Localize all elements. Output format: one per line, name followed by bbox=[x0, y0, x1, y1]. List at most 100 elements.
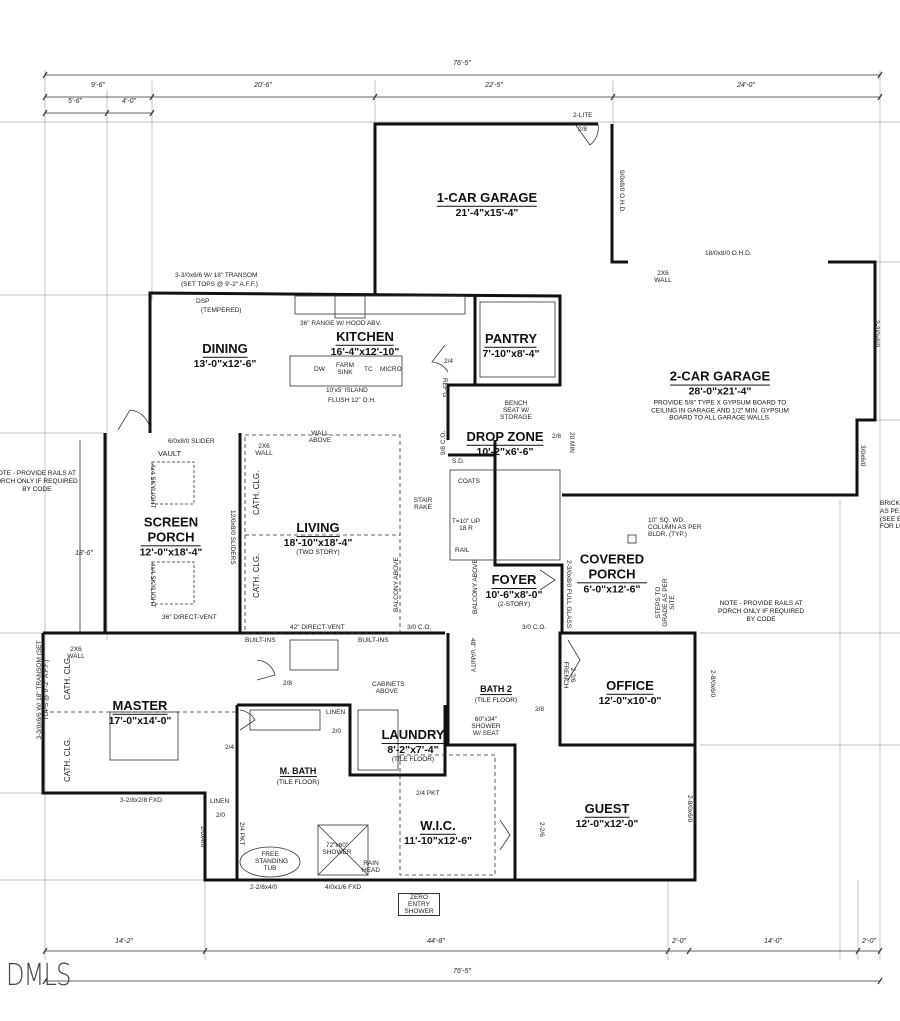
annotation: FLUSH 12" O.H. bbox=[328, 397, 376, 404]
annotation: DSP bbox=[196, 298, 210, 305]
dimension-top-overall: 76'-5" bbox=[453, 60, 471, 67]
annotation: CATH. CLG. bbox=[63, 655, 72, 700]
annotation: ZERO ENTRY SHOWER bbox=[398, 893, 440, 917]
dimension-label: 14'-2" bbox=[115, 938, 133, 945]
annotation: CABINETS ABOVE bbox=[372, 681, 405, 696]
annotation: LINEN bbox=[326, 709, 346, 716]
annotation: BUILT-INS bbox=[245, 637, 276, 644]
annotation: 36" DIRECT-VENT bbox=[162, 614, 217, 621]
annotation: 60"x34" SHOWER W/ SEAT bbox=[471, 716, 501, 738]
annotation: (SET TOPS @ 9'-2" A.F.F.) bbox=[181, 281, 258, 288]
annotation: 3-3/0x6/6 W/ 18" TRANSOM (SET TOPS @ 9'-… bbox=[36, 640, 51, 740]
room-bath-2: BATH 2(TILE FLOOR) bbox=[474, 684, 518, 705]
annotation: LINEN bbox=[210, 798, 230, 805]
annotation: 2-LITE bbox=[573, 112, 593, 119]
annotation: 2/8 bbox=[552, 433, 562, 440]
annotation: 2/8 bbox=[578, 126, 588, 133]
annotation: 2-2/8x4/0 bbox=[250, 884, 278, 891]
dimension-label: 4'-0" bbox=[122, 98, 136, 105]
annotation: 36" RANGE W/ HOOD ABV. bbox=[300, 320, 382, 327]
dimension-label: 18'-6" bbox=[75, 550, 93, 557]
range bbox=[334, 295, 366, 319]
annotation: 42" DIRECT-VENT bbox=[290, 624, 345, 631]
annotation: COATS bbox=[458, 478, 480, 485]
annotation: 10" SQ. WD. COLUMN AS PER BLDR. (TYP.) bbox=[648, 517, 702, 539]
bathtub bbox=[239, 846, 301, 878]
annotation: TC bbox=[364, 366, 373, 373]
annotation: 4x4 SKYLIGHT bbox=[149, 464, 156, 509]
kitchen-island bbox=[289, 355, 403, 387]
dmls-logo: DMLS bbox=[6, 958, 71, 993]
annotation: 2/8 bbox=[283, 680, 293, 687]
annotation: 2-8/0x6/0 bbox=[709, 670, 716, 698]
annotation: 2/4 PKT bbox=[416, 790, 440, 797]
annotation: RAIL bbox=[455, 547, 470, 554]
annotation: CATH. CLG. bbox=[252, 470, 261, 515]
annotation: 2/0 bbox=[216, 812, 226, 819]
annotation: 2/0x4/0 bbox=[199, 826, 206, 848]
annotation: 4/0x1/6 FXD bbox=[325, 884, 362, 891]
annotation: 2/4 bbox=[225, 744, 235, 751]
room-master-bath: M. BATH(TILE FLOOR) bbox=[276, 766, 320, 787]
annotation: 6/0x8/0 SLIDER bbox=[168, 438, 215, 445]
dimension-label: 2'-0" bbox=[862, 938, 876, 945]
annotation: CATH. CLG. bbox=[63, 737, 72, 782]
room-wic: W.I.C.11'-10"x12'-6" bbox=[403, 817, 473, 848]
annotation: DW bbox=[314, 366, 325, 373]
annotation: S.D. bbox=[452, 458, 465, 465]
annotation: 2X6 WALL bbox=[654, 270, 672, 285]
note-rails-right: NOTE - PROVIDE RAILS AT PORCH ONLY IF RE… bbox=[718, 600, 805, 623]
annotation: 2-2/6 bbox=[538, 822, 545, 837]
annotation: CATH. CLG. bbox=[252, 553, 261, 598]
annotation: 48" VANITY bbox=[469, 638, 476, 673]
dimension-label: 9'-6" bbox=[91, 82, 105, 89]
annotation: 2/4 bbox=[444, 358, 454, 365]
annotation: STEPS TO GRADE AS PER SITE bbox=[655, 578, 677, 627]
annotation: BUILT-INS bbox=[358, 637, 389, 644]
dimension-label: 22'-5" bbox=[485, 82, 503, 89]
annotation: FREE STANDING TUB bbox=[255, 851, 289, 873]
annotation: 3/0x6/0 bbox=[859, 445, 866, 467]
annotation: 18/0x8/0 O.H.D. bbox=[705, 250, 752, 257]
dimension-label: 24'-0" bbox=[737, 82, 755, 89]
dimension-label: 14'-0" bbox=[764, 938, 782, 945]
note-brick: BRICK AS PE (SEE EL FOR LO bbox=[880, 500, 900, 531]
annotation: VAULT bbox=[158, 449, 182, 458]
annotation: 2X6 WALL bbox=[255, 443, 273, 458]
annotation: 2X6 WALL bbox=[67, 646, 85, 661]
annotation: REF'G bbox=[441, 378, 448, 398]
annotation: (TEMPERED) bbox=[201, 307, 242, 314]
annotation: BALCONY ABOVE bbox=[472, 559, 479, 614]
annotation: T=10" UP 18 R bbox=[451, 518, 481, 533]
annotation: 2-3/0x6/0 bbox=[873, 320, 880, 348]
annotation: 10'x5' ISLAND bbox=[326, 387, 368, 394]
annotation: 2-8/0x6/0 bbox=[686, 795, 693, 823]
annotation: 2-3/0x8/0 FULL GLASS bbox=[565, 560, 572, 629]
dimension-label: 20'-6" bbox=[254, 82, 272, 89]
dimension-label: 44'-8" bbox=[427, 938, 445, 945]
annotation: BENCH SEAT W/ STORAGE bbox=[500, 400, 532, 422]
dimension-lines bbox=[42, 71, 883, 985]
annotation: 2/8 bbox=[535, 706, 545, 713]
annotation: 2/4 PKT bbox=[238, 822, 245, 846]
dimension-bottom-overall: 76'-5" bbox=[453, 968, 471, 975]
annotation: 2-2/6 FRENCH bbox=[561, 661, 576, 689]
annotation: 12/0x8/0 SLIDERS bbox=[229, 510, 236, 565]
interior-details bbox=[43, 295, 637, 878]
note-rails-left: OTE - PROVIDE RAILS AT ORCH ONLY IF REQU… bbox=[0, 470, 78, 493]
annotation: 9/0x8/0 O.H.D. bbox=[618, 170, 625, 213]
annotation: RAIN HEAD bbox=[362, 860, 381, 875]
annotation: 3-3/0x6/6 W/ 18" TRANSOM bbox=[175, 272, 258, 279]
